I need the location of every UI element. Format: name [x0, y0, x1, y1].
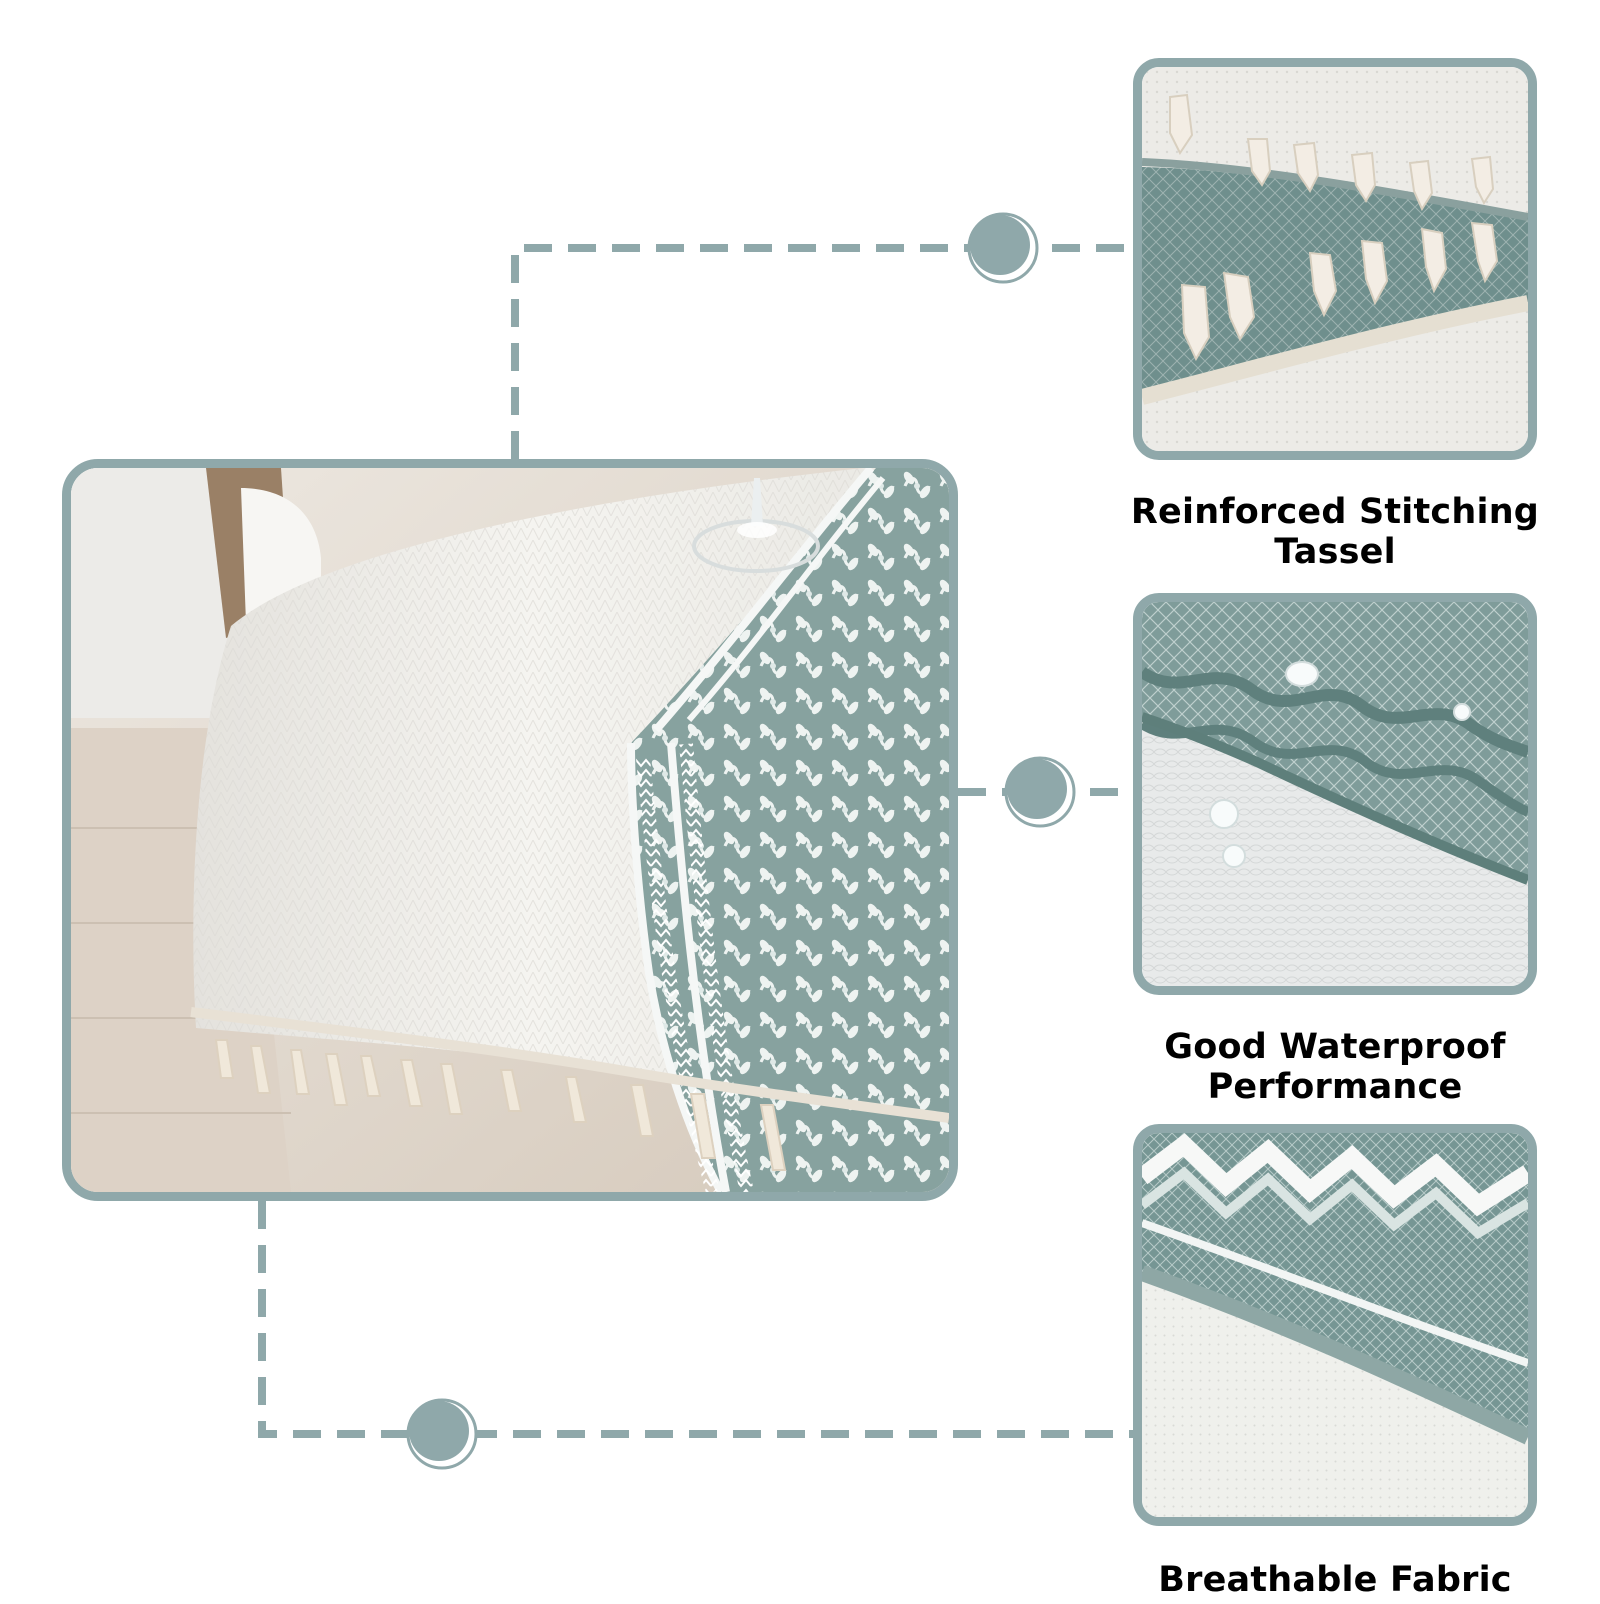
bottom-connector-node	[406, 1398, 478, 1470]
waterproof-detail-photo	[1133, 593, 1537, 995]
tablecloth-scene-illustration	[71, 468, 949, 1192]
top-connector-node	[967, 212, 1039, 284]
breathable-fabric-caption-line1: Breathable Fabric	[1158, 1560, 1512, 1600]
waterproof-caption-line1: Good Waterproof	[1164, 1027, 1506, 1067]
top-connector-line	[511, 244, 1133, 459]
breathable-fabric-caption: Breathable Fabric	[1115, 1560, 1555, 1600]
main-product-photo	[62, 459, 958, 1201]
reinforced-stitching-caption-line1: Reinforced Stitching	[1130, 492, 1540, 532]
reinforced-stitching-caption-line2: Tassel	[1274, 532, 1396, 572]
waterproof-detail-icon	[1142, 602, 1528, 986]
reinforced-stitching-caption: Reinforced Stitching Tassel	[1115, 492, 1555, 572]
fabric-detail-icon	[1142, 1133, 1528, 1517]
tassel-detail-photo	[1133, 58, 1537, 460]
fabric-detail-photo	[1133, 1124, 1537, 1526]
middle-connector-node	[1004, 756, 1076, 828]
waterproof-caption: Good Waterproof Performance	[1115, 1027, 1555, 1107]
tassel-detail-icon	[1142, 67, 1528, 451]
bottom-connector-line	[258, 1201, 1133, 1438]
waterproof-caption-line2: Performance	[1207, 1067, 1463, 1107]
